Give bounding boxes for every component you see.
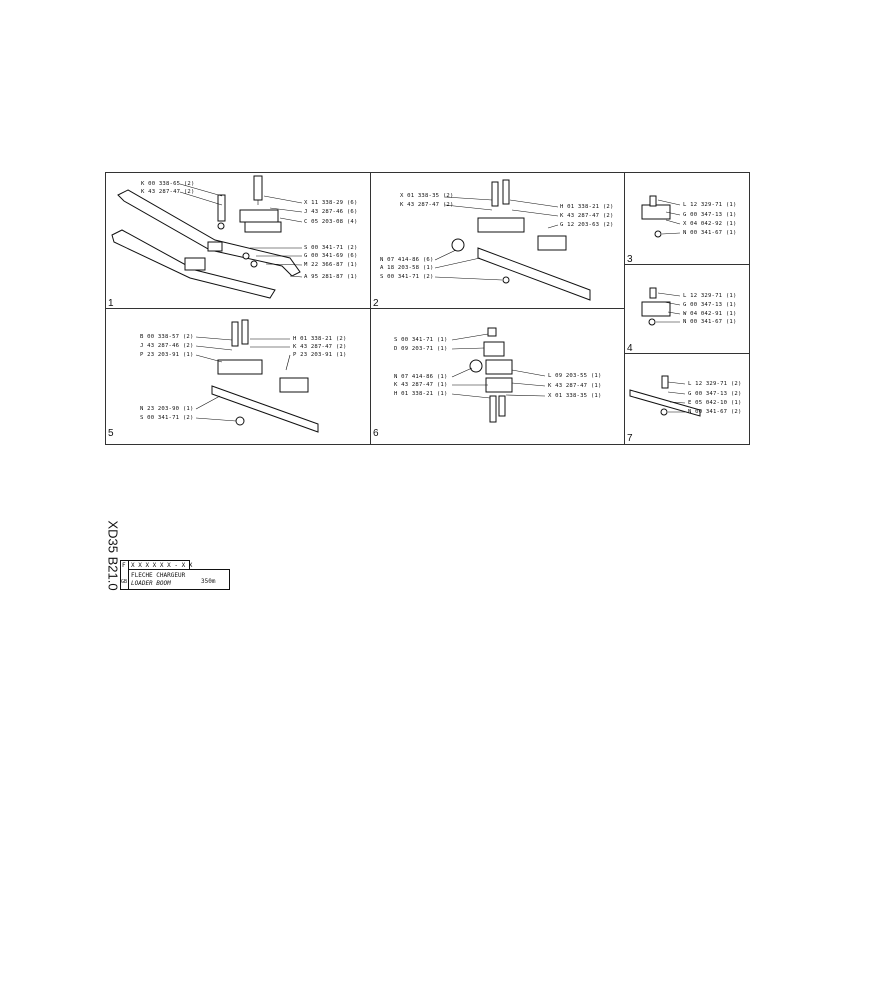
leaders-panel-1 xyxy=(179,183,303,278)
model-code: XD35 B21.0 xyxy=(105,520,121,591)
lang-f: F xyxy=(122,562,126,569)
panel-number-7: 7 xyxy=(627,433,633,444)
part-label: G 00 347-13 (1) xyxy=(683,302,737,308)
part-label: K 43 287-47 (1) xyxy=(548,383,602,389)
part-label: B 00 338-57 (2) xyxy=(140,334,194,340)
clamp-assembly-panel-7 xyxy=(629,375,701,417)
part-label: H 01 338-21 (2) xyxy=(293,336,347,342)
part-label: C 05 203-08 (4) xyxy=(304,219,358,225)
part-label: E 05 042-10 (1) xyxy=(688,400,742,406)
panel-number-2: 2 xyxy=(373,298,379,309)
leaders-panel-2 xyxy=(434,196,559,281)
part-label: X 11 338-29 (6) xyxy=(304,200,358,206)
part-label: N 00 341-67 (1) xyxy=(683,230,737,236)
part-label: G 12 203-63 (2) xyxy=(560,222,614,228)
boom-arm-upper xyxy=(111,189,301,299)
panel-number-1: 1 xyxy=(108,298,114,309)
part-label: L 12 329-71 (2) xyxy=(688,381,742,387)
part-label: S 00 341-71 (1) xyxy=(394,337,448,343)
part-label: A 18 203-58 (1) xyxy=(380,265,434,271)
clamp-assembly-panel-6 xyxy=(469,327,513,423)
part-label: P 23 203-91 (1) xyxy=(140,352,194,358)
part-label: L 12 329-71 (1) xyxy=(683,202,737,208)
part-label: K 00 338-65 (2) xyxy=(141,181,195,187)
part-label: N 07 414-86 (6) xyxy=(380,257,434,263)
part-label: D 09 203-71 (1) xyxy=(394,346,448,352)
part-label: K 43 287-47 (2) xyxy=(560,213,614,219)
leaders-panel-5 xyxy=(195,336,291,422)
part-label: S 00 341-71 (2) xyxy=(140,415,194,421)
part-label: A 95 281-87 (1) xyxy=(304,274,358,280)
panel-7 xyxy=(624,353,750,445)
part-label: K 43 287-47 (2) xyxy=(141,189,195,195)
part-label: H 01 338-21 (2) xyxy=(560,204,614,210)
title-french: FLECHE CHARGEUR xyxy=(131,572,186,579)
part-label: X 01 338-35 (1) xyxy=(548,393,602,399)
part-label: G 00 341-69 (6) xyxy=(304,253,358,259)
part-label: N 00 341-67 (2) xyxy=(688,409,742,415)
part-label: K 43 287-47 (1) xyxy=(394,382,448,388)
part-label: L 12 329-71 (1) xyxy=(683,293,737,299)
part-label: S 00 341-71 (2) xyxy=(304,245,358,251)
leaders-panel-6 xyxy=(451,333,546,399)
clamp-panel-3 xyxy=(641,195,681,238)
part-label: N 07 414-86 (1) xyxy=(394,374,448,380)
lang-gb: GB xyxy=(121,579,128,585)
model-code-vertical: XD35 B21.0 xyxy=(100,520,121,592)
part-label: K 43 287-47 (2) xyxy=(400,202,454,208)
part-label: S 00 341-71 (2) xyxy=(380,274,434,280)
clamp-assembly-panel-2 xyxy=(451,179,591,301)
part-label: G 00 347-13 (2) xyxy=(688,391,742,397)
panel-number-6: 6 xyxy=(373,428,379,439)
clamp-panel-4 xyxy=(641,287,681,326)
clamp-blocks-panel-1 xyxy=(217,175,282,268)
panel-number-4: 4 xyxy=(627,343,633,354)
part-label: M 22 366-87 (1) xyxy=(304,262,358,268)
panel-number-3: 3 xyxy=(627,254,633,265)
part-label: N 23 203-90 (1) xyxy=(140,406,194,412)
title-english: LOADER BOOM xyxy=(131,580,171,587)
size-note: 350m xyxy=(201,578,216,585)
panel-number-5: 5 xyxy=(108,428,114,439)
part-label: L 09 203-55 (1) xyxy=(548,373,602,379)
drawing-code: X X X X X X - X X xyxy=(131,562,193,569)
part-label: P 23 203-91 (1) xyxy=(293,352,347,358)
part-label: J 43 287-46 (6) xyxy=(304,209,358,215)
part-label: J 43 287-46 (2) xyxy=(140,343,194,349)
part-label: H 01 338-21 (1) xyxy=(394,391,448,397)
part-label: N 00 341-67 (1) xyxy=(683,319,737,325)
part-label: W 04 042-91 (1) xyxy=(683,311,737,317)
part-label: X 04 042-92 (1) xyxy=(683,221,737,227)
title-block-name-box: FLECHE CHARGEUR LOADER BOOM 350m xyxy=(128,569,230,590)
part-label: G 00 347-13 (1) xyxy=(683,212,737,218)
part-label: K 43 287-47 (2) xyxy=(293,344,347,350)
clamp-assembly-panel-5 xyxy=(211,319,319,433)
part-label: X 01 338-35 (2) xyxy=(400,193,454,199)
